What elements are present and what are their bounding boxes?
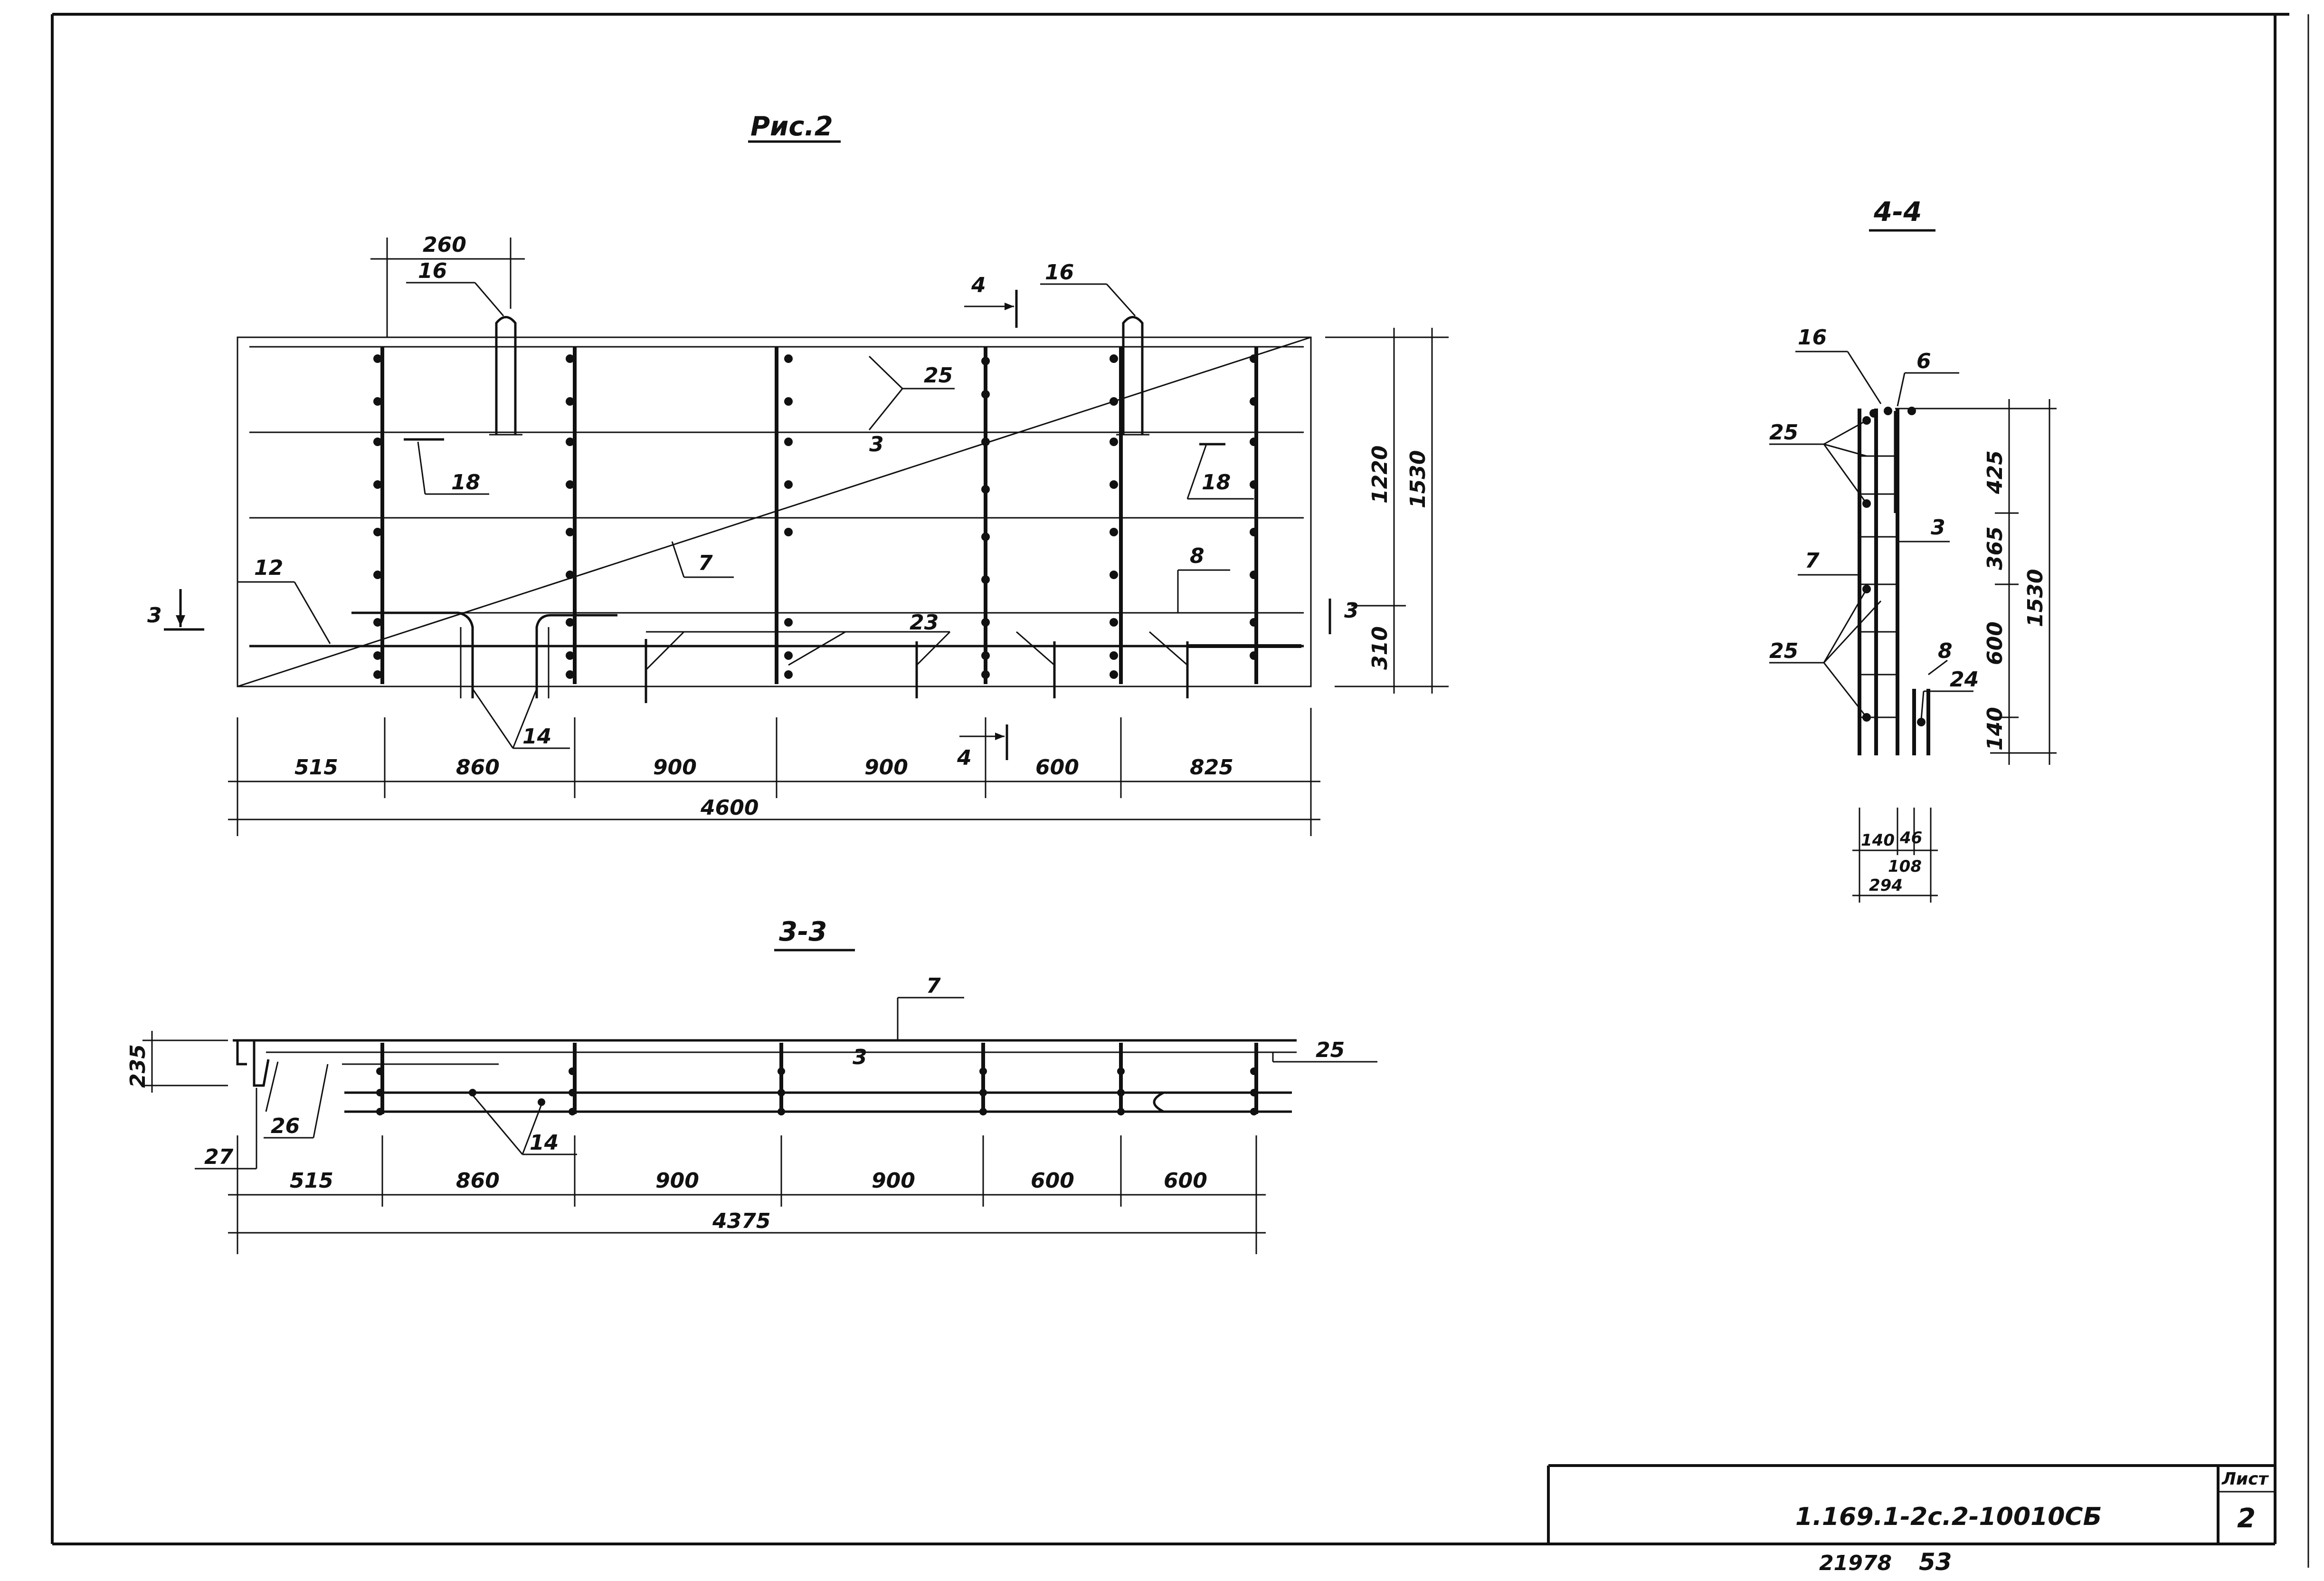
sheet-number: 2 bbox=[2237, 1503, 2256, 1534]
page-number: 53 bbox=[1919, 1548, 1952, 1576]
dim-33-900b: 900 bbox=[872, 1169, 915, 1193]
label-44-25a: 25 bbox=[1769, 420, 1798, 445]
dim-44-425: 425 bbox=[1983, 450, 2007, 495]
label-16b: 16 bbox=[1045, 260, 1074, 285]
section-4-4-title: 4-4 bbox=[1873, 197, 1922, 228]
dim-44-294: 294 bbox=[1869, 876, 1903, 895]
label-33-7: 7 bbox=[926, 974, 941, 998]
dims-right: 1220 1530 310 bbox=[1325, 328, 1449, 694]
section-cut-marks: 3 3 4 4 bbox=[147, 273, 1359, 770]
label-44-16: 16 bbox=[1798, 325, 1827, 350]
dim-44-1530: 1530 bbox=[2023, 569, 2048, 627]
label-12: 12 bbox=[254, 556, 283, 580]
dim-4600: 4600 bbox=[700, 796, 759, 820]
label-44-24: 24 bbox=[1950, 667, 1979, 692]
cut-3-right: 3 bbox=[1344, 599, 1359, 623]
label-8: 8 bbox=[1190, 544, 1205, 568]
label-7: 7 bbox=[698, 551, 713, 575]
label-44-8: 8 bbox=[1938, 639, 1953, 663]
dim-33-600a: 600 bbox=[1031, 1169, 1074, 1193]
main-view: 16 16 25 3 18 18 7 8 12 23 14 3 3 4 4 26… bbox=[147, 233, 1449, 836]
section-4-4: 4-4 16 6 2 bbox=[1769, 197, 2057, 903]
leaders-4-4 bbox=[1769, 351, 1973, 720]
label-25: 25 bbox=[924, 363, 953, 388]
dim-900b: 900 bbox=[864, 755, 908, 780]
dim-33-900a: 900 bbox=[655, 1169, 699, 1193]
cut-3-left: 3 bbox=[147, 603, 162, 628]
dim-310: 310 bbox=[1368, 626, 1392, 670]
label-18b: 18 bbox=[1202, 470, 1231, 495]
dim-33-600b: 600 bbox=[1164, 1169, 1207, 1193]
dim-44-140b: 140 bbox=[1861, 831, 1895, 850]
label-33-14: 14 bbox=[530, 1131, 559, 1155]
figure-title: Рис.2 bbox=[750, 111, 833, 142]
label-44-25b: 25 bbox=[1769, 639, 1798, 663]
dim-1220: 1220 bbox=[1368, 446, 1392, 504]
rebar-dots bbox=[373, 354, 1258, 679]
label-33-27: 27 bbox=[204, 1145, 234, 1169]
dim-825: 825 bbox=[1190, 755, 1233, 780]
drawing-code: 1.169.1-2с.2-10010СБ bbox=[1795, 1503, 2102, 1531]
dim-44-600: 600 bbox=[1983, 621, 2007, 665]
title-block: Лист 1.169.1-2с.2-10010СБ 2 21978 53 bbox=[1547, 1464, 2275, 1576]
dim-33-4375: 4375 bbox=[712, 1209, 770, 1233]
dim-600: 600 bbox=[1035, 755, 1079, 780]
label-33-25: 25 bbox=[1316, 1038, 1345, 1062]
dim-44-140: 140 bbox=[1983, 707, 2007, 751]
label-44-3: 3 bbox=[1931, 515, 1945, 540]
dim-515: 515 bbox=[294, 755, 338, 780]
label-3: 3 bbox=[869, 432, 884, 457]
label-18a: 18 bbox=[451, 470, 480, 495]
label-44-6: 6 bbox=[1916, 349, 1931, 373]
dim-44-108: 108 bbox=[1888, 857, 1922, 876]
dim-33-235: 235 bbox=[126, 1044, 150, 1088]
label-23: 23 bbox=[910, 610, 939, 635]
dims-bottom: 515 860 900 900 600 825 4600 bbox=[228, 708, 1320, 836]
sheet-frame bbox=[51, 13, 2309, 1568]
label-14: 14 bbox=[522, 724, 551, 749]
label-16a: 16 bbox=[418, 259, 447, 283]
cut-4-top: 4 bbox=[971, 273, 986, 297]
sheet-label: Лист bbox=[2221, 1469, 2269, 1489]
dim-260: 260 bbox=[423, 233, 466, 257]
label-33-3: 3 bbox=[853, 1045, 867, 1069]
dim-33-515: 515 bbox=[290, 1169, 333, 1193]
section-3-3-title: 3-3 bbox=[779, 916, 827, 947]
dim-33-860: 860 bbox=[456, 1169, 500, 1193]
dim-900a: 900 bbox=[653, 755, 697, 780]
section-3-3: 3-3 7 3 25 bbox=[126, 916, 1377, 1254]
leaders-3-3 bbox=[195, 997, 1377, 1170]
cut-4-bottom: 4 bbox=[957, 746, 972, 770]
dim-44-46: 46 bbox=[1899, 829, 1922, 848]
archive-number: 21978 bbox=[1819, 1551, 1892, 1575]
leaders bbox=[237, 282, 1254, 749]
label-33-26: 26 bbox=[271, 1114, 300, 1138]
dim-860: 860 bbox=[456, 755, 500, 780]
dim-1530: 1530 bbox=[1406, 450, 1430, 508]
label-44-7: 7 bbox=[1805, 549, 1820, 573]
dim-44-365: 365 bbox=[1983, 526, 2007, 570]
